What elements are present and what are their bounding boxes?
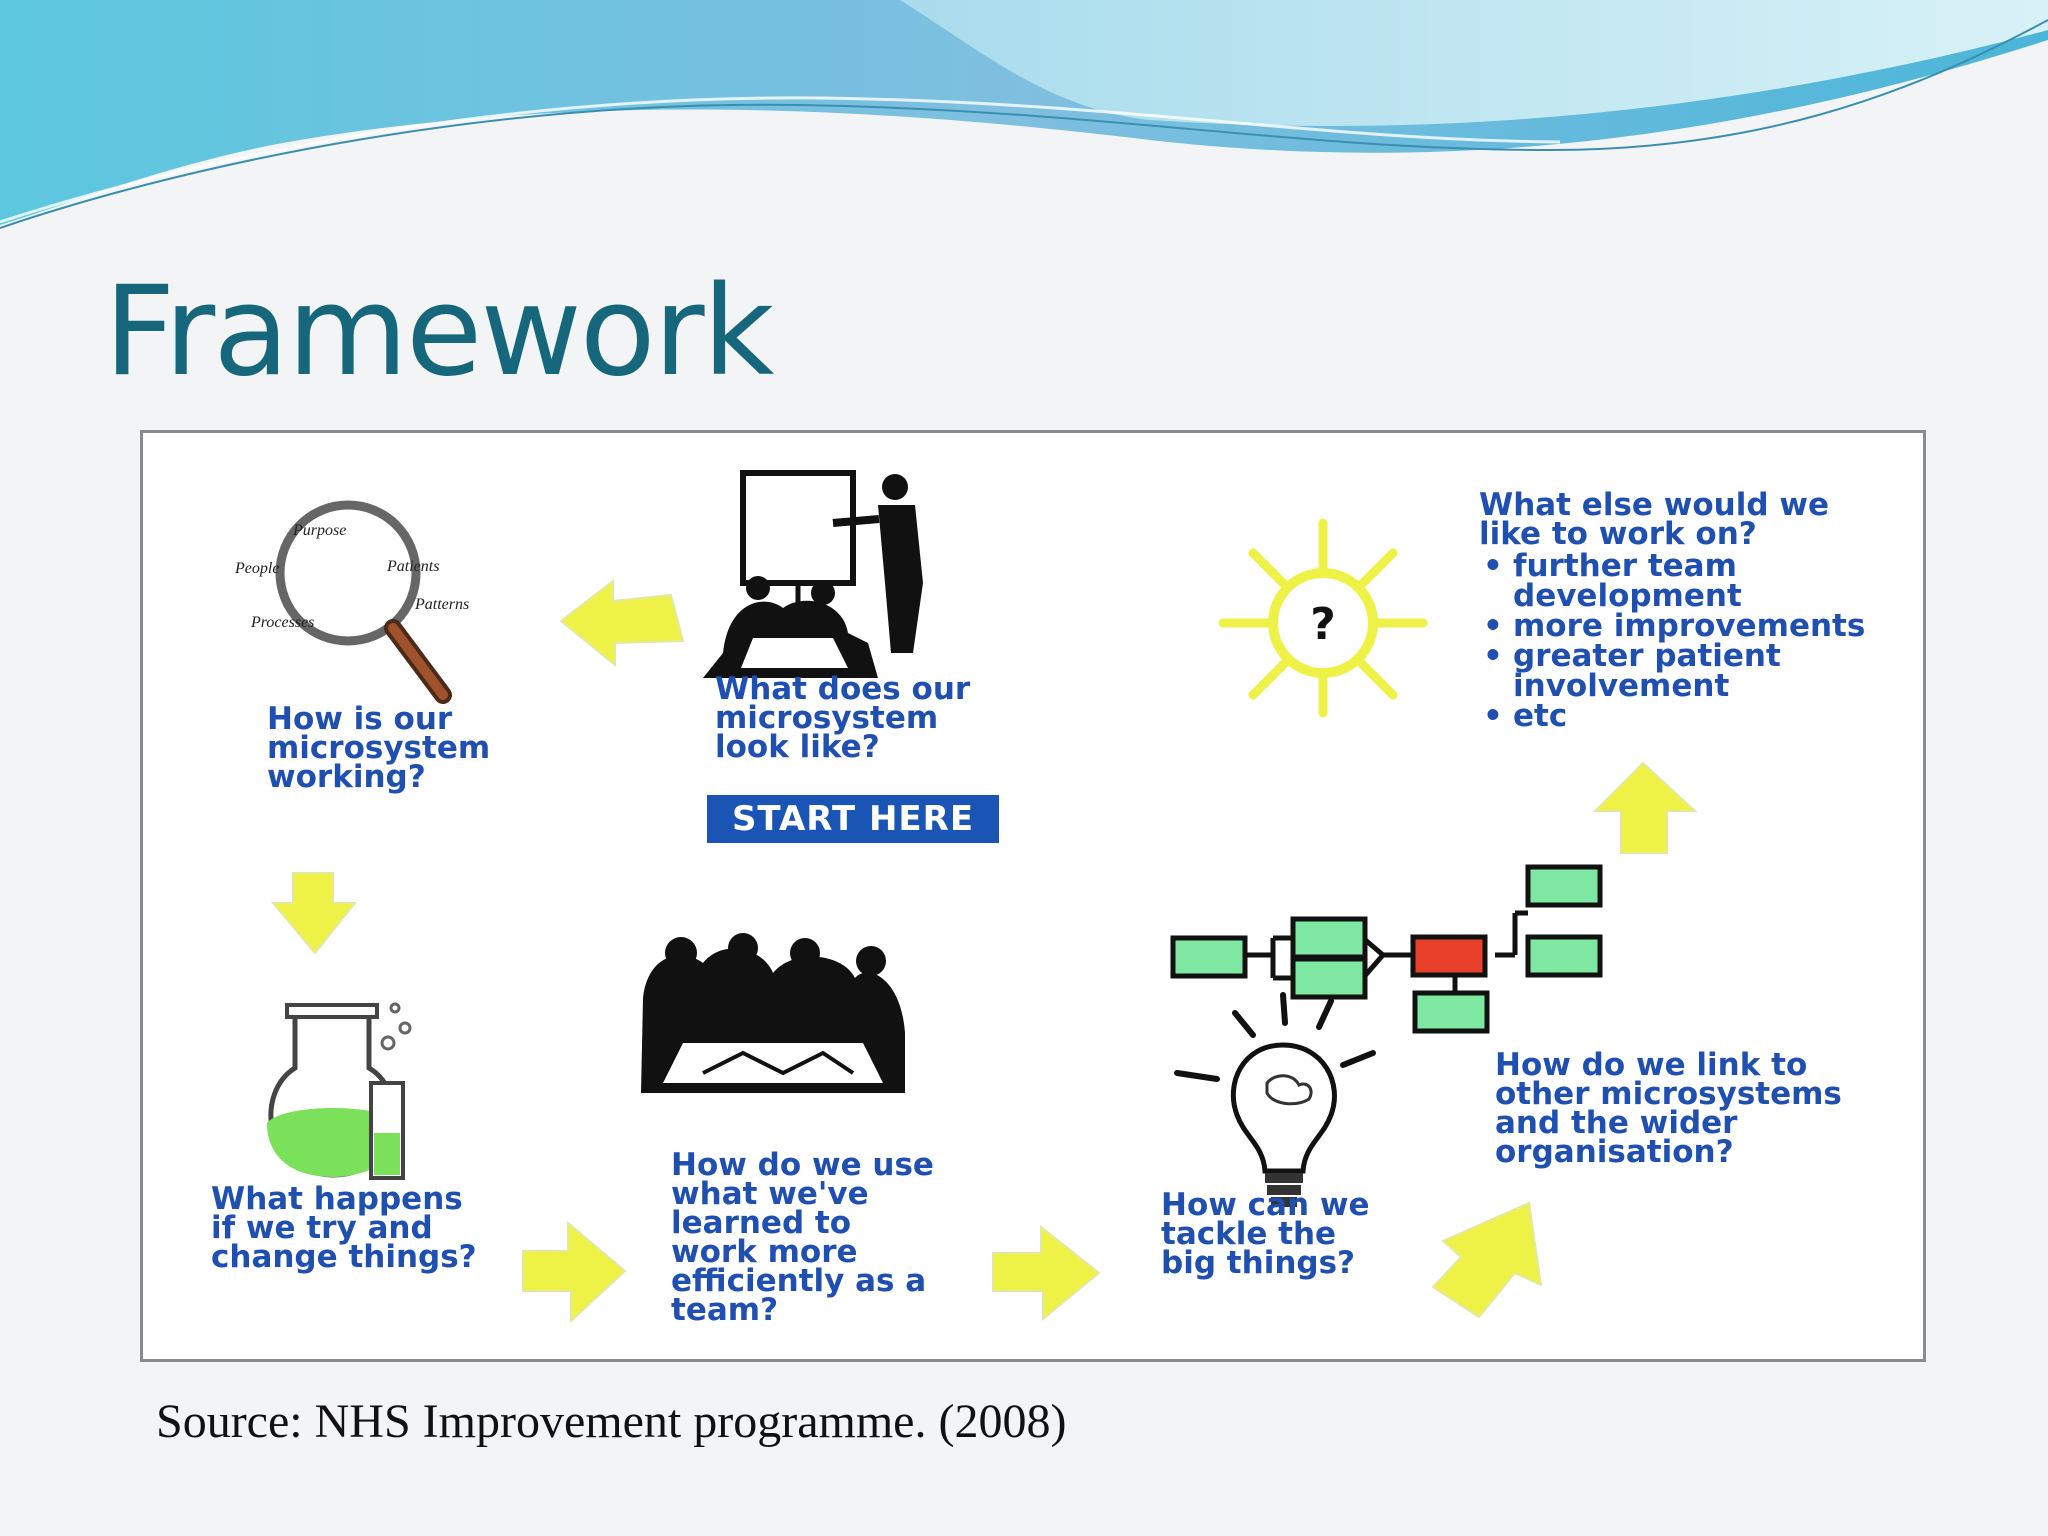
arrow-icon: [1431, 1201, 1543, 1319]
magnifier-word: Patients: [386, 558, 439, 575]
sun-icon: ?: [1218, 518, 1428, 718]
magnifier-icon: [275, 500, 452, 704]
bullet-item: greater patient involvement: [1479, 641, 1873, 702]
magnifier-word: Patterns: [414, 596, 469, 613]
step-look-text: What does our microsystem look like?: [715, 671, 971, 765]
framework-diagram: Purpose People Patients Processes Patter…: [140, 430, 1926, 1362]
magnifier-word: Processes: [250, 614, 314, 631]
slide-title: Framework: [104, 260, 774, 404]
team-meeting-icon: [641, 933, 905, 1093]
header-wave-decoration: [0, 0, 2048, 229]
step-else-text: What else would we like to work on?: [1479, 487, 1829, 552]
diagram-artwork: Purpose People Patients Processes Patter…: [234, 470, 1698, 1324]
start-here-label[interactable]: START HERE: [707, 795, 999, 843]
network-icon: [1170, 864, 1603, 1034]
step-change-text: What happens if we try and change things…: [211, 1181, 477, 1275]
flask-icon: [267, 1002, 412, 1180]
bullet-item: etc: [1479, 701, 1873, 732]
step-else-bullets: further team development more improvemen…: [1479, 551, 1873, 732]
arrow-icon: [270, 872, 358, 955]
step-big-text: How can we tackle the big things?: [1161, 1187, 1370, 1281]
step-working-text: How is our microsystem working?: [267, 701, 491, 795]
lightbulb-icon: [1174, 992, 1376, 1207]
bullet-item: further team development: [1479, 551, 1873, 612]
sun-question-mark: ?: [1310, 599, 1336, 650]
arrow-icon: [522, 1220, 627, 1324]
arrow-icon: [1592, 761, 1698, 854]
arrow-icon: [992, 1224, 1101, 1322]
magnifier-word: Purpose: [292, 522, 346, 539]
bullet-item: more improvements: [1479, 611, 1873, 642]
arrow-icon: [559, 578, 685, 668]
presenter-icon: [703, 470, 923, 678]
step-team-text: How do we use what we've learned to work…: [671, 1147, 934, 1328]
source-citation: Source: NHS Improvement programme. (2008…: [156, 1395, 1067, 1448]
step-link-text: How do we link to other microsystems and…: [1495, 1047, 1842, 1170]
magnifier-word: People: [234, 560, 279, 577]
